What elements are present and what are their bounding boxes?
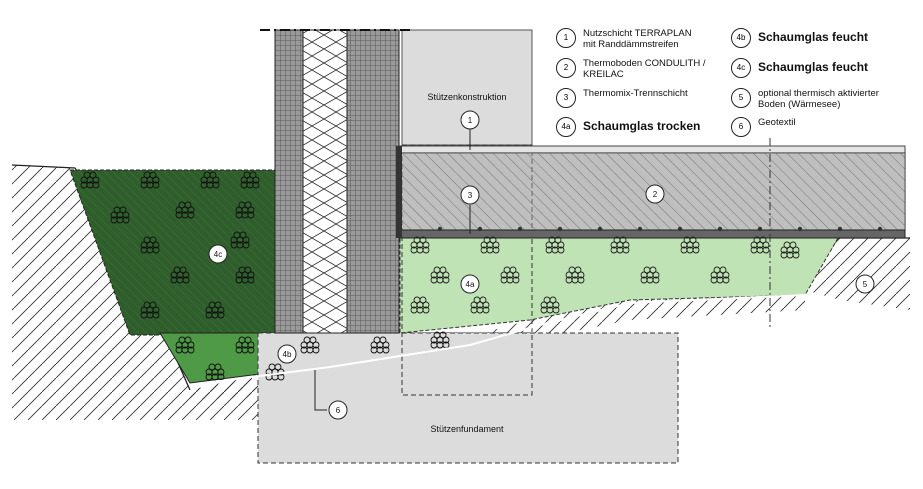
- wall: [260, 29, 410, 334]
- callout-4c: 4c: [208, 244, 228, 264]
- svg-text:3: 3: [468, 191, 473, 200]
- legend-number: 6: [731, 117, 751, 137]
- legend-number: 1: [556, 28, 576, 48]
- callout-3: 3: [460, 185, 480, 205]
- geotextile-line: [189, 294, 806, 386]
- svg-text:6: 6: [336, 406, 341, 415]
- legend-text: Nutzschicht TERRAPLAN mit Randdämmstreif…: [583, 28, 692, 50]
- svg-text:4c: 4c: [214, 250, 222, 259]
- legend-number: 4a: [556, 117, 576, 137]
- legend-text: Geotextil: [758, 117, 796, 128]
- callout-2: 2: [645, 184, 665, 204]
- callout-4b: 4b: [277, 344, 297, 364]
- legend-text: optional thermisch aktivierter Boden (Wä…: [758, 88, 879, 110]
- foamglass-cells: [80, 171, 800, 381]
- legend-number: 2: [556, 58, 576, 78]
- legend-item-1: 1 Nutzschicht TERRAPLAN mit Randdämmstrei…: [556, 28, 692, 50]
- callout-4a: 4a: [460, 274, 480, 294]
- svg-text:5: 5: [863, 280, 868, 289]
- legend-text: Schaumglas trocken: [583, 119, 701, 133]
- svg-text:1: 1: [468, 116, 473, 125]
- callout-1: 1: [460, 110, 480, 130]
- legend-text: Thermomix-Trennschicht: [583, 88, 688, 99]
- callout-5: 5: [855, 274, 875, 294]
- legend-item-4c: 4c Schaumglas feucht: [731, 58, 868, 78]
- column-foundation-label: Stützenfundament: [430, 424, 504, 434]
- legend-number: 5: [731, 88, 751, 108]
- column-foundation: [257, 332, 679, 464]
- legend-text: Schaumglas feucht: [758, 60, 869, 74]
- legend-item-3: 3 Thermomix-Trennschicht: [556, 88, 688, 108]
- legend-text: Schaumglas feucht: [758, 30, 869, 44]
- legend-item-5: 5 optional thermisch aktivierter Boden (W…: [731, 88, 879, 110]
- layer-3-separation: [399, 229, 906, 239]
- svg-text:4b: 4b: [283, 350, 292, 359]
- column-construction-label: Stützenkonstruktion: [427, 92, 506, 102]
- legend-number: 4c: [731, 58, 751, 78]
- callout-6: 6: [328, 400, 348, 420]
- svg-text:2: 2: [653, 190, 658, 199]
- legend-number: 3: [556, 88, 576, 108]
- legend-number: 4b: [731, 28, 751, 48]
- leader-lines: [314, 128, 471, 411]
- legend-text: Thermoboden CONDULITH / KREILAC: [583, 58, 706, 80]
- legend-item-6: 6 Geotextil: [731, 117, 796, 137]
- svg-text:4a: 4a: [466, 280, 475, 289]
- legend-item-2: 2 Thermoboden CONDULITH / KREILAC: [556, 58, 705, 80]
- legend-item-4b: 4b Schaumglas feucht: [731, 28, 868, 48]
- heating-pipes: [437, 226, 883, 232]
- legend: 1 Nutzschicht TERRAPLAN mit Randdämmstrei…: [556, 28, 916, 148]
- legend-item-4a: 4a Schaumglas trocken: [556, 117, 700, 137]
